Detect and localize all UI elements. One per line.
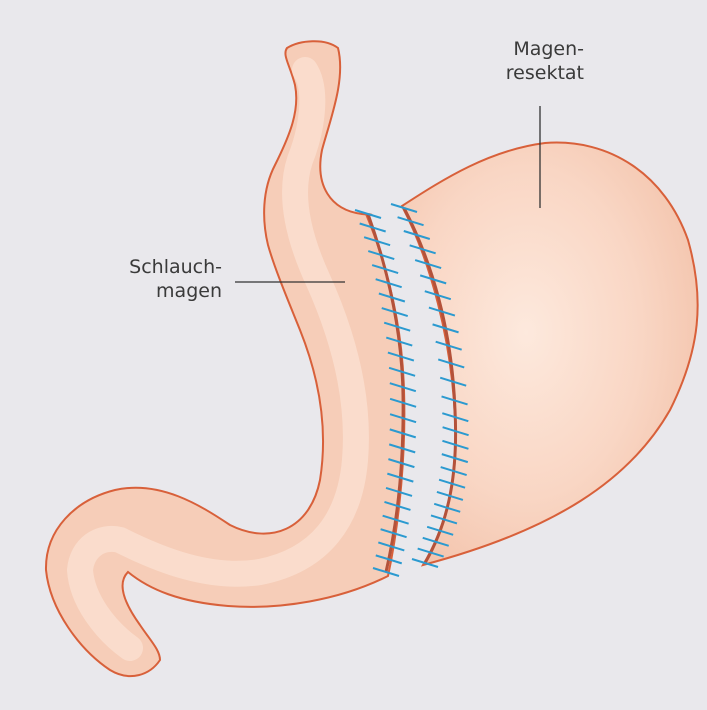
label-magenresektat: Magen- resektat <box>478 37 584 85</box>
label-magenresektat-line1: Magen- <box>478 37 584 61</box>
label-schlauchmagen-line2: magen <box>110 279 222 303</box>
label-magenresektat-line2: resektat <box>478 61 584 85</box>
label-schlauchmagen-line1: Schlauch- <box>110 255 222 279</box>
label-schlauchmagen: Schlauch- magen <box>110 255 222 303</box>
resected-stomach-shape <box>402 143 698 565</box>
